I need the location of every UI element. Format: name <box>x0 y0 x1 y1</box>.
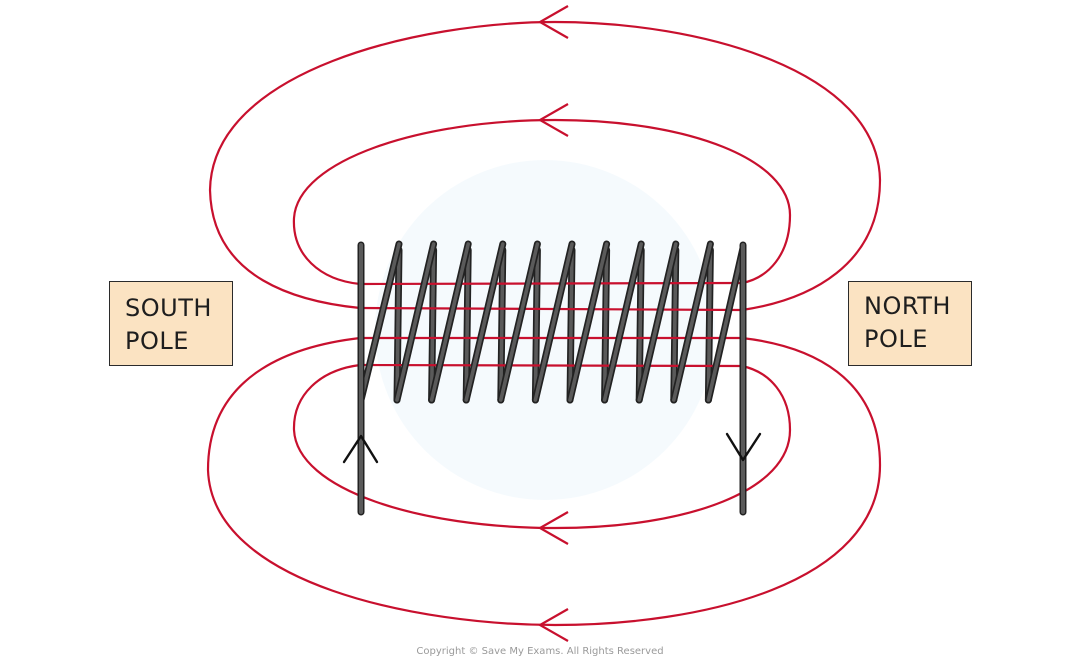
south-pole-label: SOUTH POLE <box>109 281 233 366</box>
coil-front-strands <box>357 240 747 404</box>
coil-back-strand-8 <box>637 248 644 402</box>
coil-front-strand-1 <box>359 242 401 402</box>
coil-back-strand-10 <box>706 248 713 402</box>
north-pole-line2: POLE <box>864 325 928 353</box>
coil-front-strand-10 <box>671 242 713 402</box>
coil-front-strand-4 <box>464 242 505 402</box>
north-pole-line1: NORTH <box>864 292 951 320</box>
current-arrow-down-icon <box>725 432 762 462</box>
current-arrow-up-icon <box>342 434 379 464</box>
coil-back-strand-1 <box>395 248 401 402</box>
coil-front-strand-9 <box>637 242 678 402</box>
field-arrow-inner-top-icon <box>537 103 569 137</box>
field-line-core-1 <box>359 281 743 286</box>
copyright-text: Copyright © Save My Exams. All Rights Re… <box>416 646 664 657</box>
field-arrow-outer-bottom-icon <box>537 608 569 642</box>
coil-back-strand-3 <box>464 248 471 402</box>
coil-front-strand-8 <box>602 242 644 402</box>
coil-front-strand-5 <box>498 242 540 402</box>
field-line-core-2 <box>359 306 743 312</box>
current-arrows <box>342 432 762 464</box>
field-arrow-outer-top-icon <box>537 5 569 39</box>
watermark <box>375 160 715 500</box>
coil-back-strand-5 <box>533 248 540 402</box>
north-pole-label: NORTH POLE <box>848 281 972 366</box>
coil-back-strands <box>393 246 714 404</box>
coil-front-strand-11 <box>706 246 745 402</box>
coil-back-strand-2 <box>429 248 436 402</box>
field-line-inner-top <box>292 118 792 286</box>
field-line-inner-bottom <box>292 363 792 530</box>
coil-back-strand-6 <box>568 248 574 402</box>
coil-front-strand-6 <box>533 242 574 402</box>
coil-front-strand-7 <box>568 242 609 402</box>
coil-back-strand-4 <box>498 248 505 402</box>
coil-back-strand-7 <box>602 248 609 402</box>
coil-lead-wires <box>357 241 747 516</box>
coil-front-strand-2 <box>395 242 436 402</box>
field-arrow-inner-bottom-icon <box>537 511 569 545</box>
field-line-outer-top <box>208 20 882 312</box>
coil-front-strand-3 <box>429 242 471 402</box>
field-line-outer-bottom <box>206 336 882 627</box>
south-pole-line1: SOUTH <box>125 294 212 322</box>
coil-back-strand-9 <box>671 248 678 402</box>
south-pole-line2: POLE <box>125 327 189 355</box>
